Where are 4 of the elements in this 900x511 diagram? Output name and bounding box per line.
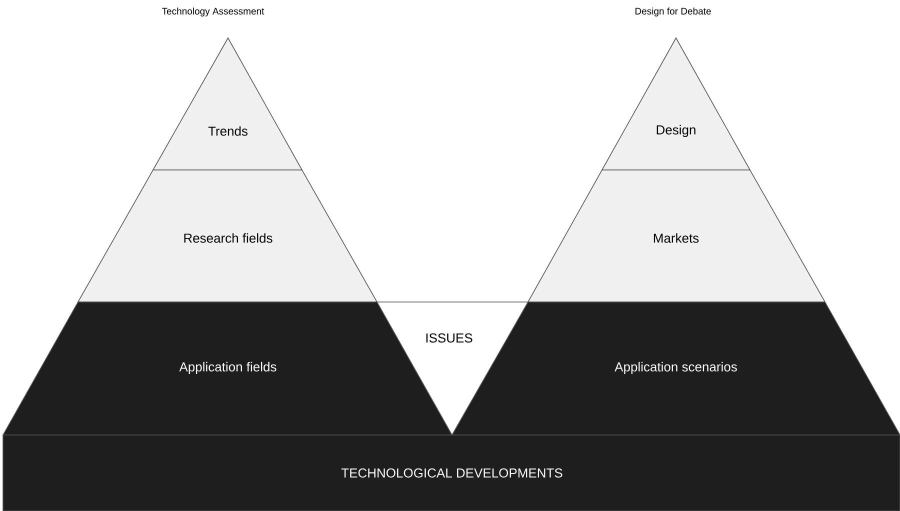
base-band: TECHNOLOGICAL DEVELOPMENTS <box>2 434 900 511</box>
node-label: Application scenarios <box>614 362 737 374</box>
pyramid-title: Technology Assessment <box>162 8 264 16</box>
pyramid-title: Design for Debate <box>636 8 711 16</box>
